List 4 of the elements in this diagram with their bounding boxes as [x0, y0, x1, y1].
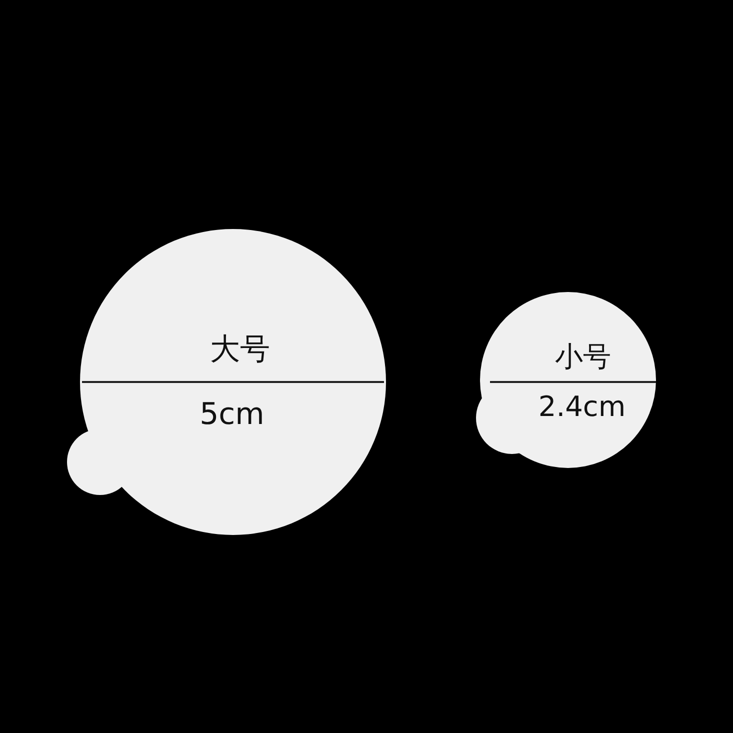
dimension-label: 2.4cm — [538, 393, 626, 421]
size-label: 小号 — [555, 343, 611, 371]
dimension-label: 5cm — [200, 400, 264, 430]
size-label: 大号 — [210, 335, 270, 365]
